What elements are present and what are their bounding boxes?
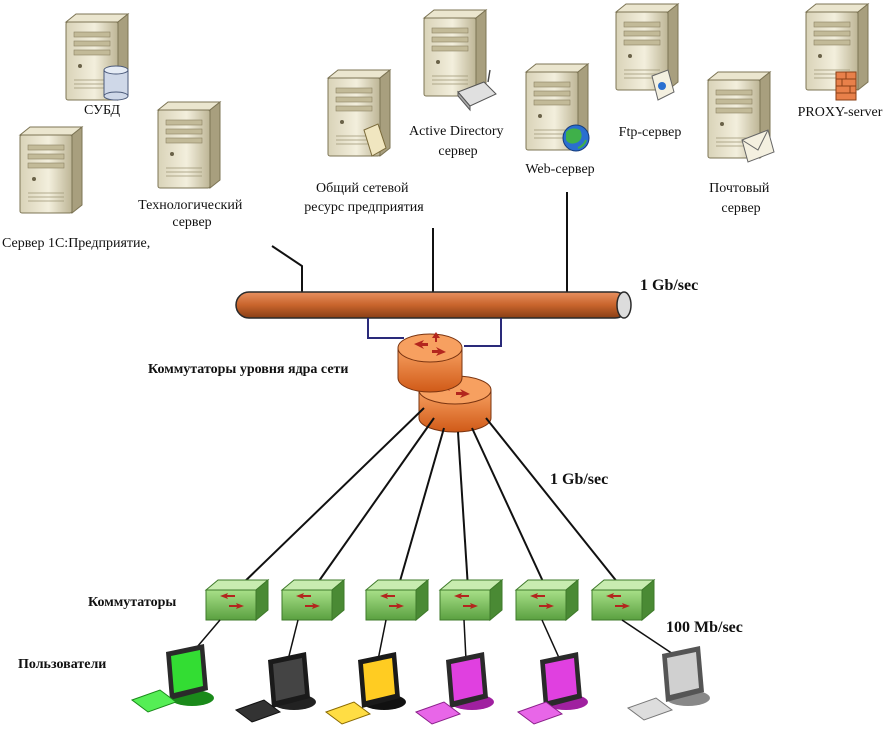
backbone-bus xyxy=(235,291,632,319)
server-label-mail: Почтовый сервер xyxy=(709,181,773,216)
user-pc-1 xyxy=(130,644,214,713)
server-label-web: Web-сервер xyxy=(525,162,594,177)
user-pcs xyxy=(130,644,710,725)
server-label-shared: Общий сетевой ресурс предприятия xyxy=(304,181,424,215)
server-label-ftp: Ftp-сервер xyxy=(619,125,682,140)
server-label-ad: Active Directory сервер xyxy=(409,124,507,159)
server-tech: Технологический сервер xyxy=(138,101,246,230)
ftp-icon xyxy=(651,69,675,101)
server-label-tech: Технологический сервер xyxy=(138,198,246,230)
core-router-top xyxy=(397,332,463,393)
server-links xyxy=(271,192,568,294)
access-switches xyxy=(204,578,656,622)
user-pc-6 xyxy=(626,646,710,721)
server-shared: Общий сетевой ресурс предприятия xyxy=(304,69,424,215)
server-ftp: Ftp-сервер xyxy=(615,3,682,140)
access-switch-6 xyxy=(590,578,656,622)
server-label-subd: СУБД xyxy=(84,103,121,118)
bus-core-links xyxy=(367,318,502,347)
uplink-lines xyxy=(237,407,623,589)
access-switch-4 xyxy=(438,578,504,622)
access-speed-label: 100 Mb/sec xyxy=(666,619,743,636)
pc-links xyxy=(185,619,677,661)
server-ad: Active Directory сервер xyxy=(409,9,507,159)
switches-label: Коммутаторы xyxy=(88,595,176,610)
server-web: Web-сервер xyxy=(525,63,595,177)
access-switch-5 xyxy=(514,578,580,622)
database-icon xyxy=(103,65,129,101)
firewall-icon xyxy=(835,71,857,101)
backbone-speed-label: 1 Gb/sec xyxy=(640,277,698,294)
directory-icon xyxy=(457,69,497,112)
folder-icon xyxy=(363,123,387,157)
access-switch-1 xyxy=(204,578,270,622)
server-subd: СУБД xyxy=(65,13,129,118)
uplink-speed-label: 1 Gb/sec xyxy=(550,471,608,488)
server-mail: Почтовый сервер xyxy=(707,71,775,216)
user-pc-3 xyxy=(324,652,406,725)
core-router-bottom xyxy=(418,375,492,433)
access-switch-2 xyxy=(280,578,346,622)
server-label-1c: Сервер 1С:Предприятие, xyxy=(2,236,150,251)
user-pc-2 xyxy=(234,652,316,723)
user-pc-4 xyxy=(414,652,494,725)
access-switch-3 xyxy=(364,578,430,622)
mail-icon xyxy=(741,129,775,163)
user-pc-5 xyxy=(516,652,588,725)
server-1c: Сервер 1С:Предприятие, xyxy=(2,126,150,251)
server-proxy: PROXY-server xyxy=(798,3,883,120)
core-label: Коммутаторы уровня ядра сети xyxy=(148,362,348,377)
server-label-proxy: PROXY-server xyxy=(798,105,883,120)
globe-icon xyxy=(562,124,590,152)
users-label: Пользователи xyxy=(18,657,106,672)
